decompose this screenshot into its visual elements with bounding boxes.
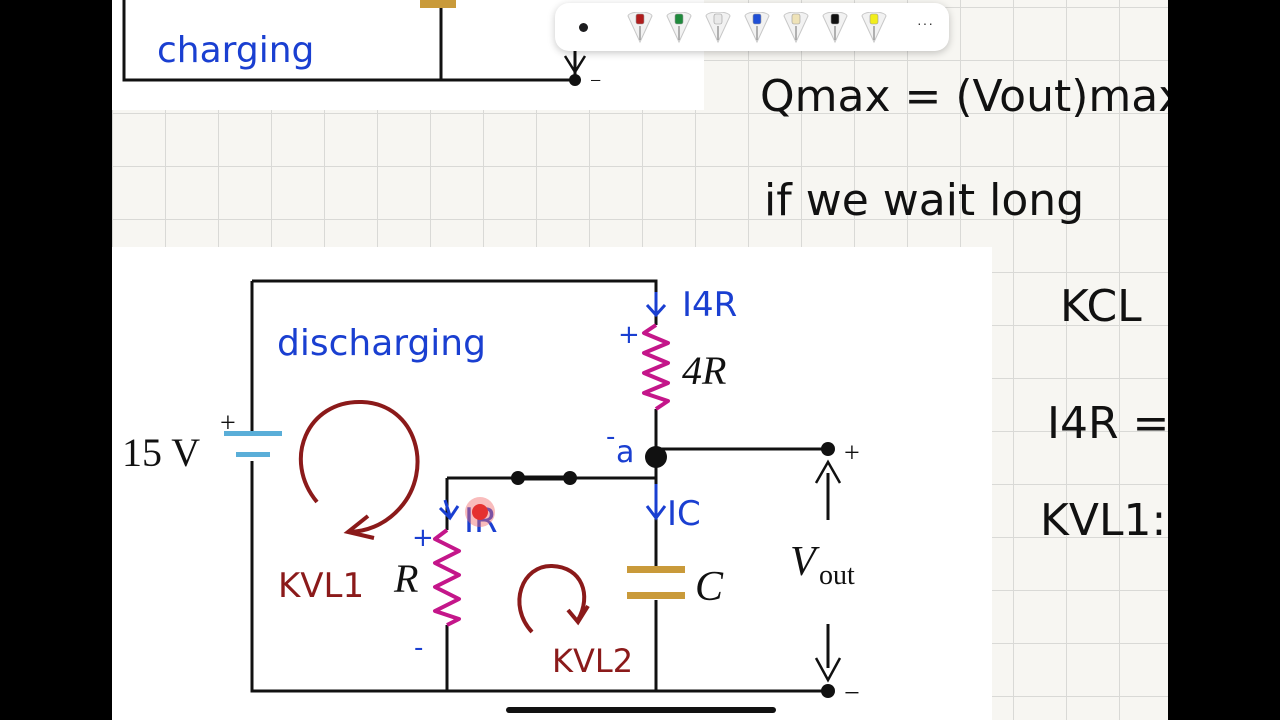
kvl2-loop-arrow bbox=[517, 563, 587, 634]
resistor-r-label: R bbox=[393, 556, 418, 601]
switch-contact-right bbox=[563, 471, 577, 485]
charging-vout-arrow bbox=[563, 55, 587, 75]
capacitor-plate-bottom bbox=[627, 592, 685, 599]
vout-minus-terminal bbox=[821, 684, 835, 698]
blue-pen-icon[interactable] bbox=[742, 11, 772, 44]
node-a-dot bbox=[645, 446, 667, 468]
kvl2-loop-label: KVL2 bbox=[552, 642, 633, 680]
yellow-pen-icon[interactable] bbox=[859, 11, 889, 44]
beige-pen-icon[interactable] bbox=[781, 11, 811, 44]
kvl1-loop-label: KVL1 bbox=[278, 566, 364, 606]
vout-minus-label: − bbox=[844, 678, 860, 709]
vout-arrow-down bbox=[814, 657, 842, 683]
kvl1-arrowhead bbox=[343, 514, 375, 540]
ir-current-arrow bbox=[438, 499, 460, 521]
resistor-4r bbox=[642, 323, 670, 411]
note-i4r-equation: I4R = bbox=[1047, 398, 1168, 449]
capacitor-plate-top bbox=[627, 566, 685, 573]
charging-minus: − bbox=[590, 70, 601, 92]
resistor-r-plus: + bbox=[412, 523, 434, 553]
charging-capacitor-plate bbox=[420, 0, 456, 8]
white-pen-icon[interactable] bbox=[703, 11, 733, 44]
capacitor-label: C bbox=[695, 564, 724, 610]
vout-arrow-up bbox=[814, 459, 842, 484]
lasso-dot-icon[interactable] bbox=[579, 23, 588, 32]
vout-plus-label: + bbox=[844, 438, 860, 469]
vout-plus-terminal bbox=[821, 442, 835, 456]
resistor-r bbox=[433, 528, 461, 627]
resistor-4r-plus: + bbox=[618, 320, 640, 350]
more-tools-button[interactable]: ··· bbox=[917, 15, 934, 31]
node-a-label: a bbox=[616, 435, 634, 470]
kvl1-loop-arrow bbox=[298, 399, 420, 534]
resistor-r-minus: - bbox=[414, 633, 423, 663]
discharging-label: discharging bbox=[277, 323, 486, 364]
note-wait-long: if we wait long bbox=[764, 175, 1084, 226]
resistor-4r-minus: - bbox=[606, 422, 615, 452]
kvl2-arrowhead bbox=[566, 604, 590, 626]
red-pen-icon[interactable] bbox=[625, 11, 655, 44]
vout-label: V bbox=[790, 539, 820, 585]
ic-label: IC bbox=[667, 494, 701, 534]
notes-canvas[interactable]: − charging Qmax = (Vout)max·C if we wait… bbox=[112, 0, 1168, 720]
discharging-circuit-sheet bbox=[112, 247, 992, 720]
charging-terminal-dot bbox=[569, 74, 581, 86]
battery-plus: + bbox=[220, 408, 236, 439]
vout-subscript: out bbox=[819, 560, 855, 591]
note-qmax: Qmax = (Vout)max·C bbox=[760, 71, 1168, 122]
green-pen-icon[interactable] bbox=[664, 11, 694, 44]
black-pen-icon[interactable] bbox=[820, 11, 850, 44]
switch-contact-left bbox=[511, 471, 525, 485]
note-kvl1: KVL1: bbox=[1040, 495, 1166, 546]
battery-plate-long bbox=[224, 431, 282, 436]
i4r-label: I4R bbox=[682, 285, 737, 325]
battery-plate-short bbox=[236, 452, 270, 457]
home-indicator[interactable] bbox=[506, 707, 776, 713]
ic-current-arrow bbox=[645, 484, 667, 521]
note-kcl: KCL bbox=[1060, 281, 1142, 332]
circuit-diagram: − charging Qmax = (Vout)max·C if we wait… bbox=[122, 0, 1168, 709]
charging-label: charging bbox=[157, 30, 314, 71]
battery-voltage-label: 15 V bbox=[122, 430, 200, 475]
laser-pointer-dot bbox=[472, 504, 488, 520]
drawing-toolbar: ··· bbox=[555, 3, 949, 51]
i4r-current-arrow bbox=[645, 292, 667, 318]
resistor-4r-label: 4R bbox=[682, 348, 726, 393]
